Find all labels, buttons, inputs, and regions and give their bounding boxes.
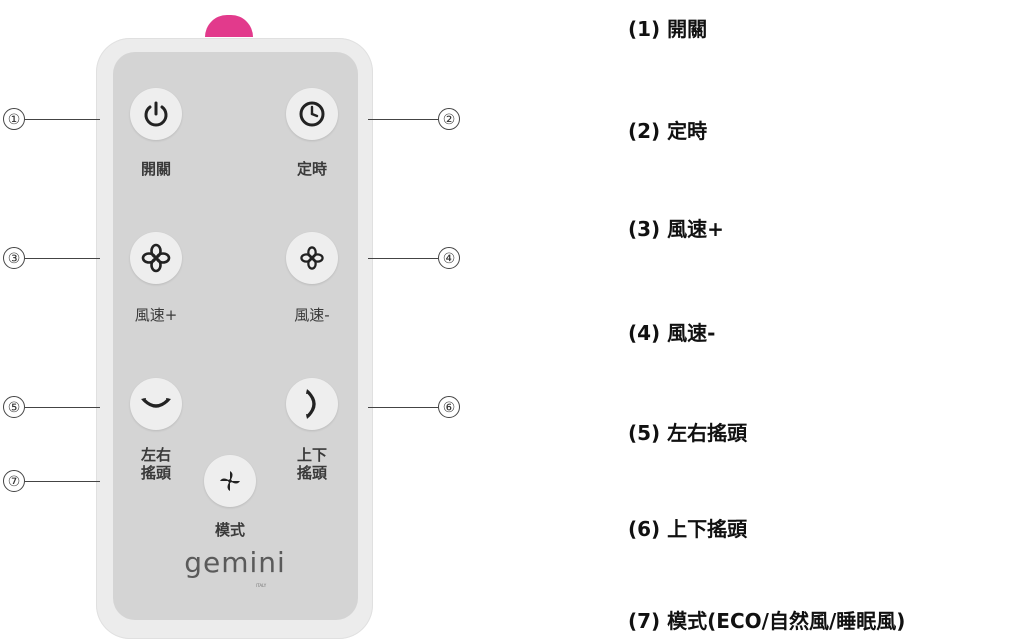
- callout-7-line: [25, 481, 100, 482]
- fan-small-icon: [300, 246, 324, 270]
- remote-led: [205, 15, 253, 37]
- callout-4-line: [368, 258, 438, 259]
- callout-1-line: [25, 119, 100, 120]
- clock-icon: [299, 101, 325, 127]
- legend-item-6: (6) 上下搖頭: [628, 517, 748, 541]
- vertical-swing-label-line2: 搖頭: [296, 464, 327, 482]
- callout-7: ⑦: [3, 470, 25, 492]
- horizontal-swing-label-line1: 左右: [140, 446, 171, 464]
- callout-1: ①: [3, 108, 25, 130]
- legend-item-4: (4) 風速-: [628, 321, 716, 345]
- pinwheel-icon: [220, 471, 240, 491]
- power-icon: [144, 101, 168, 127]
- legend-item-2: (2) 定時: [628, 119, 708, 143]
- mode-button[interactable]: [204, 455, 256, 507]
- legend-item-5: (5) 左右搖頭: [628, 421, 748, 445]
- callout-5: ⑤: [3, 396, 25, 418]
- brand-subtitle: ITALY: [256, 583, 267, 588]
- vertical-swing-label-line1: 上下: [296, 446, 327, 464]
- callout-3-line: [25, 258, 100, 259]
- mode-button-label: 模式: [214, 521, 245, 539]
- power-button[interactable]: [130, 88, 182, 140]
- fan-speed-up-button[interactable]: [130, 232, 182, 284]
- legend-item-7: (7) 模式(ECO/自然風/睡眠風): [628, 609, 906, 633]
- fan-large-icon: [141, 243, 171, 273]
- horizontal-swing-label-line2: 搖頭: [140, 464, 171, 482]
- fan-speed-down-button[interactable]: [286, 232, 338, 284]
- fan-speed-down-label: 風速-: [294, 306, 330, 324]
- timer-button[interactable]: [286, 88, 338, 140]
- remote-panel: [113, 52, 358, 620]
- brand-logo: gemini: [184, 546, 286, 579]
- horizontal-swing-button[interactable]: [130, 378, 182, 430]
- legend-item-3: (3) 風速+: [628, 217, 724, 241]
- power-button-label: 開關: [140, 160, 171, 178]
- callout-2: ②: [438, 108, 460, 130]
- vertical-swing-button[interactable]: [286, 378, 338, 430]
- horizontal-swing-label: 左右 搖頭: [126, 446, 186, 482]
- callout-6: ⑥: [438, 396, 460, 418]
- vertical-swing-label: 上下 搖頭: [282, 446, 342, 482]
- legend-item-1: (1) 開關: [628, 17, 708, 41]
- swing-horizontal-icon: [141, 398, 171, 408]
- timer-button-label: 定時: [296, 160, 327, 178]
- callout-4: ④: [438, 247, 460, 269]
- swing-vertical-icon: [306, 389, 316, 419]
- callout-5-line: [25, 407, 100, 408]
- callout-6-line: [368, 407, 438, 408]
- callout-3: ③: [3, 247, 25, 269]
- fan-speed-up-label: 風速+: [134, 306, 178, 324]
- callout-2-line: [368, 119, 438, 120]
